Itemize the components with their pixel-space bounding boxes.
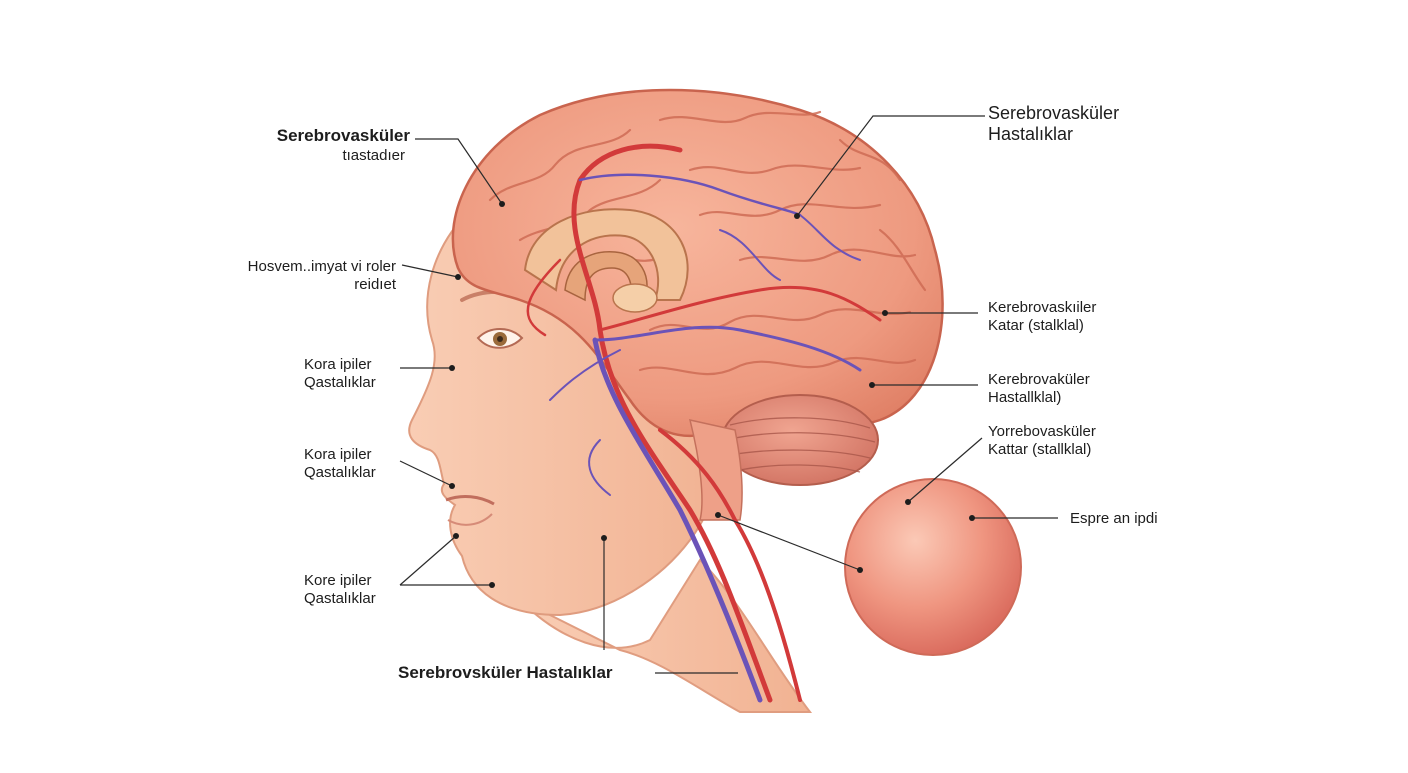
- leader-r4: [907, 437, 983, 503]
- label-l5: Kore ipiler Qastalıklar: [304, 572, 376, 608]
- leader-sphere: [717, 514, 861, 571]
- label-r3-line1: Kerebrovaküler: [988, 371, 1090, 388]
- label-l2-line1: Hosvem..imyat vi roler: [247, 258, 396, 275]
- sphere-illustration: [844, 478, 1022, 656]
- label-l1-line1: Serebrovasküler: [276, 126, 410, 145]
- label-l3-line2: Qastalıklar: [304, 374, 376, 391]
- neck-shape: [519, 558, 813, 713]
- label-bottom-text: Serebrovsküler Hastalıklar: [398, 663, 613, 682]
- label-r5-text: Espre an ipdi: [1070, 510, 1158, 527]
- cerebellum-illustration: [721, 394, 879, 486]
- label-l4-line2: Qastalıklar: [304, 464, 376, 481]
- label-bottom: Serebrovsküler Hastalıklar: [398, 663, 613, 683]
- label-r4-line2: Kattar (stallklal): [988, 441, 1092, 458]
- label-r3: Kerebrovaküler Hastallklal): [988, 371, 1090, 407]
- label-r2: Kerebrovaskıiler Katar (stalklal): [988, 299, 1096, 335]
- label-l5-line1: Kore ipiler: [304, 572, 372, 589]
- label-r1-line1: Serebrovasküler: [988, 103, 1120, 123]
- label-r3-line2: Hastallklal): [988, 389, 1062, 406]
- label-r1: Serebrovasküler Hastalıklar: [988, 103, 1119, 145]
- label-r1-line2: Hastalıklar: [988, 124, 1074, 144]
- label-r4: Yorrebovasküler Kattar (stallklal): [988, 423, 1096, 459]
- label-r2-line2: Katar (stalklal): [988, 317, 1084, 334]
- label-r4-line1: Yorrebovasküler: [988, 423, 1096, 440]
- label-l1-title: Serebrovasküler: [240, 126, 410, 146]
- leader-r1: [796, 115, 985, 217]
- label-l3-line1: Kora ipiler: [304, 356, 372, 373]
- leader-l1: [415, 138, 503, 205]
- leader-l4: [399, 460, 453, 487]
- label-l2-line2: reidıet: [354, 276, 396, 293]
- label-l3: Kora ipiler Qastalıklar: [304, 356, 376, 392]
- label-r5: Espre an ipdi: [1070, 510, 1158, 528]
- leader-l2: [401, 264, 459, 278]
- label-l4: Kora ipiler Qastalıklar: [304, 446, 376, 482]
- label-l2: Hosvem..imyat vi roler reidıet: [200, 258, 396, 294]
- label-l4-line1: Kora ipiler: [304, 446, 372, 463]
- label-l5-line2: Qastalıklar: [304, 590, 376, 607]
- leader-l5: [399, 535, 457, 586]
- label-l1-line2: tıastadıer: [342, 147, 405, 164]
- label-r2-line1: Kerebrovaskıiler: [988, 299, 1097, 316]
- label-l1-sub: tıastadıer: [240, 147, 405, 165]
